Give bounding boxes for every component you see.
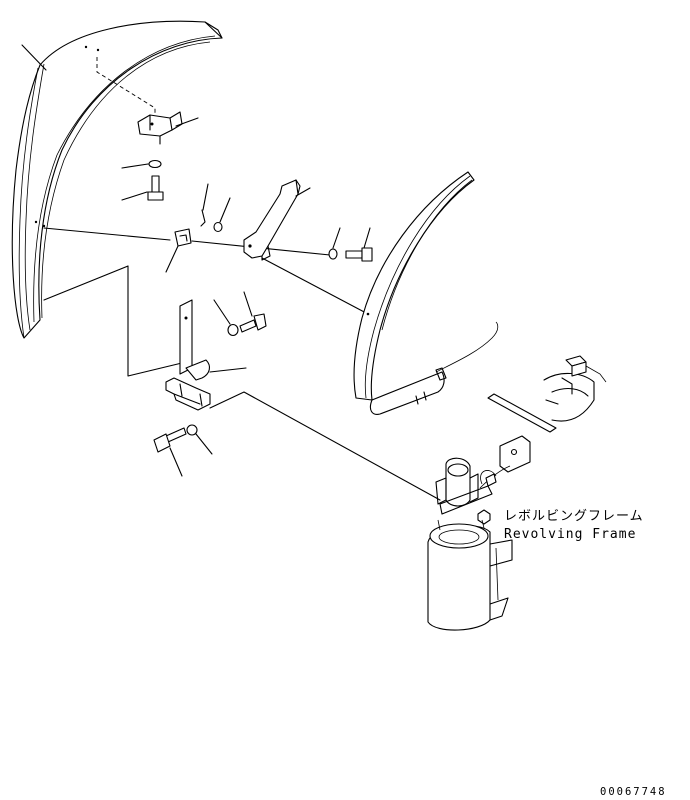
leader-line — [219, 197, 231, 223]
leader-line — [213, 299, 231, 325]
leader-line — [165, 245, 179, 273]
upper-bracket — [137, 111, 183, 145]
washer — [213, 221, 223, 233]
connector-line — [261, 257, 369, 315]
leader-line — [209, 367, 247, 373]
leader-line — [169, 447, 183, 477]
bolt — [345, 247, 373, 262]
leader-line — [243, 291, 253, 317]
washer — [227, 323, 239, 337]
clip — [174, 228, 192, 247]
leader-line — [21, 44, 47, 71]
bolt — [239, 313, 267, 333]
washer — [148, 159, 162, 169]
connector-line — [209, 391, 441, 501]
revolving-frame — [427, 355, 607, 631]
connector-line — [43, 227, 171, 241]
revolving-frame-label-jp: レボルビングフレーム — [504, 509, 644, 524]
leader-line — [121, 163, 149, 169]
leader-line — [195, 433, 213, 455]
leader-line — [175, 117, 199, 127]
connector-line — [43, 265, 187, 377]
leader-line — [295, 187, 311, 197]
spring-pin — [200, 209, 206, 227]
leader-line — [202, 183, 209, 211]
leader-line — [363, 227, 371, 249]
left-fender — [11, 20, 223, 339]
part-number: 00067748 — [600, 786, 667, 798]
bolt — [153, 427, 187, 453]
right-fender — [353, 171, 499, 415]
washer — [328, 248, 338, 260]
leader-line — [121, 191, 148, 201]
tall-bracket — [243, 179, 301, 261]
hidden-line — [96, 57, 156, 120]
revolving-frame-label-en: Revolving Frame — [504, 527, 636, 542]
hinge-bracket — [165, 299, 211, 411]
leader-line — [332, 227, 341, 249]
washer — [186, 424, 198, 436]
bolt — [147, 175, 164, 201]
